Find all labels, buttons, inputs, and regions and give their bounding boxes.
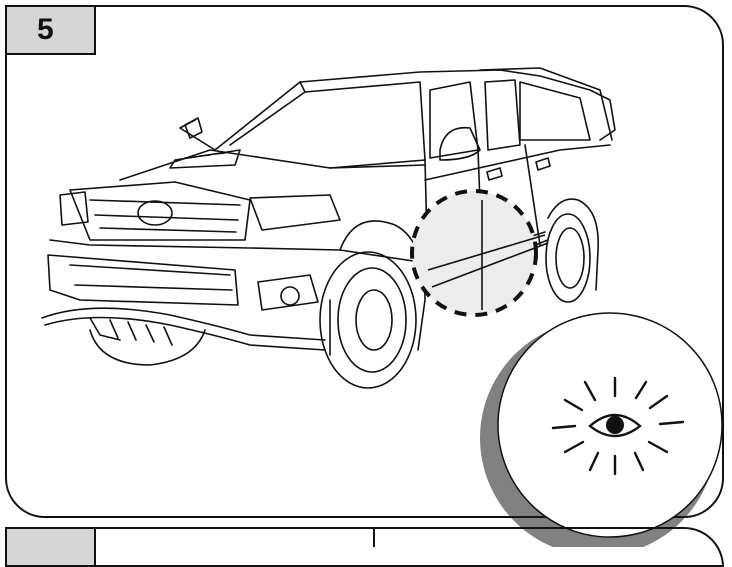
next-instruction-panel xyxy=(5,527,724,567)
step-number-box: 5 xyxy=(5,5,96,55)
dashed-circle-highlight xyxy=(410,189,538,317)
step-number: 5 xyxy=(37,13,54,46)
truck-illustration xyxy=(41,67,723,547)
next-panel-divider xyxy=(373,527,375,547)
inspect-badge xyxy=(480,312,723,547)
highlight-fill xyxy=(412,191,536,315)
eye-icon xyxy=(551,376,685,476)
next-step-number-box xyxy=(5,527,96,567)
